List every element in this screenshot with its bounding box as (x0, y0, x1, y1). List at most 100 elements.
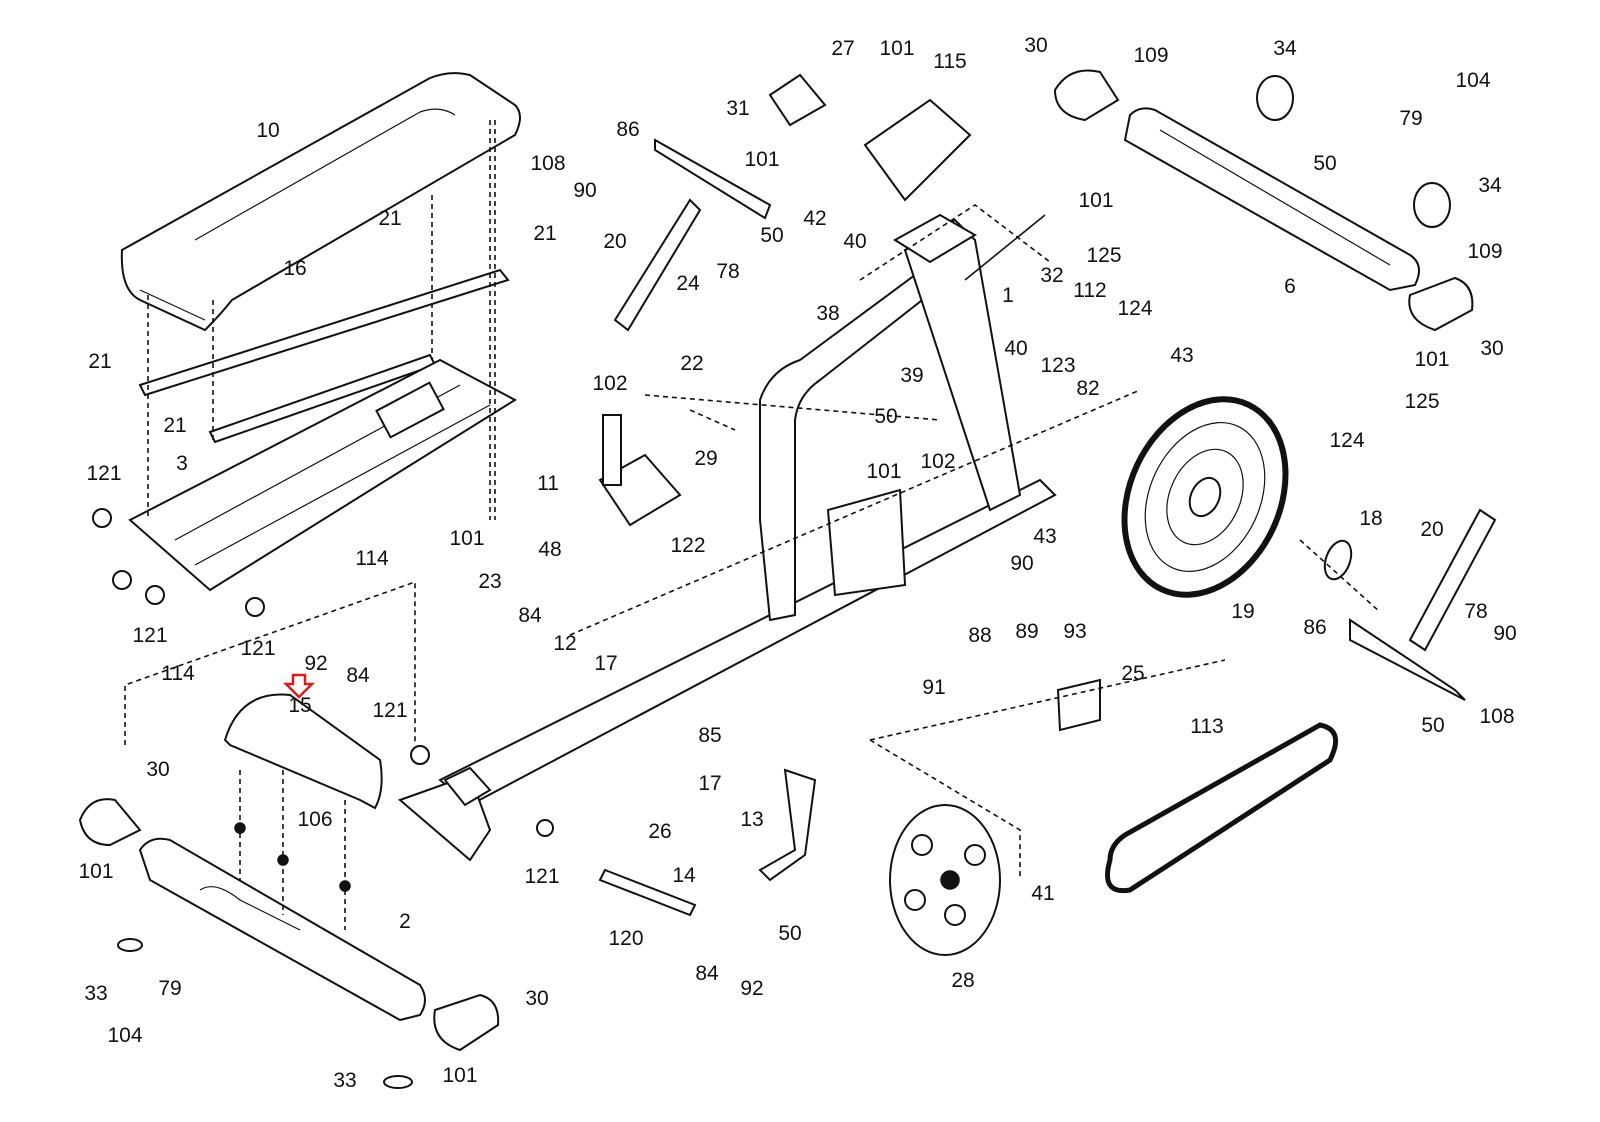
part-31-controller (768, 73, 827, 127)
part-34-wheels (1256, 75, 1451, 228)
part-label-15: 15 (288, 694, 311, 717)
part-label-38: 38 (816, 302, 839, 325)
part-label-109b: 109 (1467, 240, 1502, 263)
part-label-102b: 102 (920, 450, 955, 473)
part-label-120: 120 (608, 927, 643, 950)
part-label-84a: 84 (346, 664, 370, 687)
part-13-crank (758, 768, 817, 882)
part-6-stabilizer (1123, 107, 1420, 292)
part-label-102a: 102 (592, 372, 627, 395)
part-30-endcaps (78, 69, 1474, 1052)
part-10-cover (120, 72, 521, 332)
part-label-26: 26 (648, 820, 671, 843)
part-label-82: 82 (1076, 377, 1099, 400)
part-label-90a: 90 (573, 179, 596, 202)
part-11-motor (598, 414, 682, 527)
part-label-19: 19 (1231, 600, 1254, 623)
part-label-41: 41 (1031, 882, 1054, 905)
part-label-33a: 33 (84, 982, 107, 1005)
part-label-121b: 121 (132, 624, 167, 647)
part-label-86a: 86 (616, 118, 639, 141)
part-label-78a: 78 (716, 260, 739, 283)
part-label-90b: 90 (1010, 552, 1033, 575)
part-label-50a: 50 (760, 224, 783, 247)
part-label-2: 2 (399, 910, 411, 933)
part-label-113: 113 (1190, 715, 1223, 738)
part-label-40a: 40 (843, 230, 866, 253)
part-label-50b: 50 (874, 405, 897, 428)
part-label-85: 85 (698, 724, 721, 747)
part-label-108b: 108 (1479, 705, 1514, 728)
part-number-labels: 1016212121213121121121121121114114101928… (78, 34, 1516, 1092)
part-15-pedal-guard (223, 693, 383, 810)
part-label-43b: 43 (1033, 525, 1056, 548)
part-label-121d: 121 (372, 699, 407, 722)
part-label-25: 25 (1121, 662, 1144, 685)
part-label-91: 91 (922, 676, 945, 699)
part-label-89: 89 (1015, 620, 1038, 643)
part-label-34b: 34 (1478, 174, 1502, 197)
part-label-93: 93 (1063, 620, 1086, 643)
part-label-104a: 104 (107, 1024, 142, 1047)
part-label-21a: 21 (378, 207, 401, 230)
part-label-30a: 30 (146, 758, 169, 781)
part-106-bolts (234, 770, 351, 930)
part-28-pulley (889, 804, 1001, 956)
part-label-84c: 84 (695, 962, 719, 985)
assembly-lines-center (569, 204, 1381, 880)
part-label-50c: 50 (1421, 714, 1444, 737)
part-label-10: 10 (256, 119, 279, 142)
part-label-104b: 104 (1455, 69, 1490, 92)
part-label-101h: 101 (1414, 348, 1449, 371)
part-1-main-frame (398, 213, 1057, 862)
part-label-112: 112 (1073, 279, 1106, 302)
highlight-arrow-icon (282, 673, 316, 699)
part-label-21d: 21 (163, 414, 186, 437)
part-label-108a: 108 (530, 152, 565, 175)
part-label-20b: 20 (1420, 518, 1443, 541)
part-label-39: 39 (900, 364, 923, 387)
part-label-31: 31 (726, 97, 749, 120)
part-20-pedal-arm-right (1349, 508, 1497, 701)
part-label-34a: 34 (1273, 37, 1297, 60)
part-label-17b: 17 (698, 772, 721, 795)
part-label-92a: 92 (304, 652, 327, 675)
part-label-11: 11 (537, 472, 559, 495)
part-label-121c: 121 (240, 637, 275, 660)
part-label-92b: 92 (740, 977, 763, 1000)
part-label-109a: 109 (1133, 44, 1168, 67)
part-label-125b: 125 (1404, 390, 1439, 413)
part-label-88: 88 (968, 624, 991, 647)
part-25-sensor (1056, 678, 1101, 732)
part-label-114b: 114 (161, 662, 195, 685)
part-label-17a: 17 (594, 652, 617, 675)
part-label-86b: 86 (1303, 616, 1326, 639)
part-113-belt (1105, 722, 1339, 894)
part-label-115: 115 (933, 50, 966, 73)
part-label-106: 106 (297, 808, 332, 831)
part-label-16: 16 (283, 257, 306, 280)
part-label-3: 3 (176, 452, 188, 475)
part-121-bushings (92, 508, 554, 837)
part-label-27: 27 (831, 37, 854, 60)
part-label-33b: 33 (333, 1069, 356, 1092)
part-label-21c: 21 (88, 350, 111, 373)
part-label-18: 18 (1359, 507, 1382, 530)
part-label-30d: 30 (1480, 337, 1503, 360)
part-label-43a: 43 (1170, 344, 1193, 367)
part-label-28: 28 (951, 969, 974, 992)
part-label-121e: 121 (524, 865, 559, 888)
part-label-24: 24 (676, 272, 700, 295)
part-label-30b: 30 (525, 987, 548, 1010)
assembly-lines-left (124, 120, 496, 745)
part-label-101e: 101 (744, 148, 779, 171)
part-label-101a: 101 (449, 527, 484, 550)
part-2-stabilizer (138, 837, 426, 1022)
part-label-79b: 79 (1399, 107, 1422, 130)
part-label-48: 48 (538, 538, 561, 561)
part-115-bracket (863, 98, 972, 202)
part-label-124b: 124 (1329, 429, 1364, 452)
part-label-50e: 50 (1313, 152, 1336, 175)
part-120-axle (598, 868, 697, 917)
